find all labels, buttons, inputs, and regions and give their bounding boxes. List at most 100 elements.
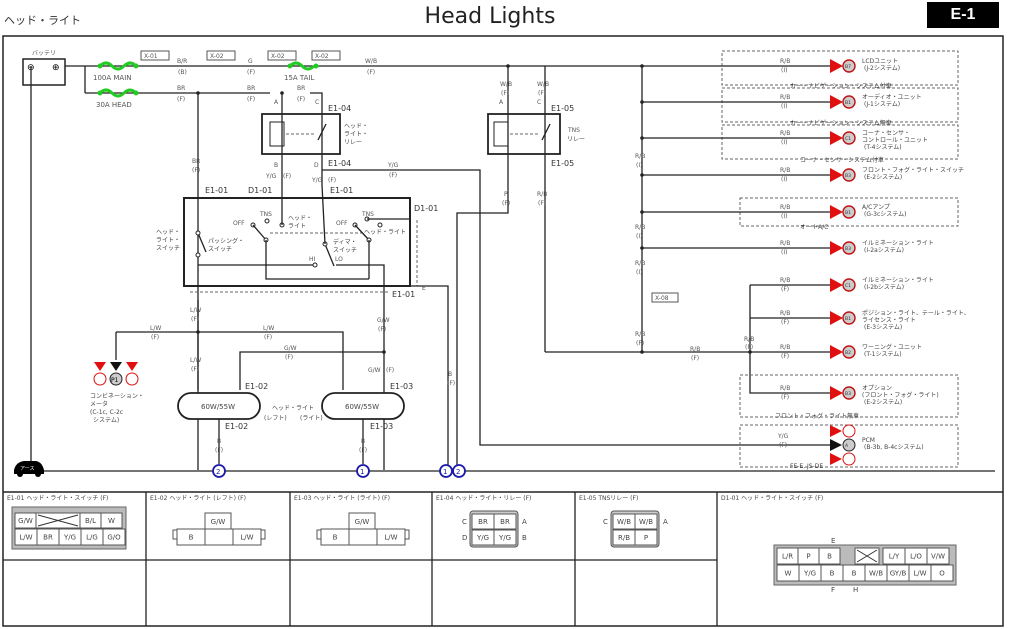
wire-code: (F) — [745, 344, 753, 351]
wire-code: (F) — [386, 367, 394, 374]
wire-label: R/B — [780, 240, 790, 247]
wire-code: (I) — [636, 233, 642, 240]
destination-name: フロント・フォグ・ライト・スイッチ — [862, 166, 964, 174]
pin-color: L/Y — [889, 553, 900, 561]
wire-code: (F) — [285, 354, 293, 361]
connector-label: D1-01 — [414, 204, 438, 213]
destination-system: (E-3システム) — [864, 324, 902, 331]
ground-symbol: アース — [14, 461, 44, 477]
connector-arrow-icon — [830, 168, 843, 182]
battery: バッテリ ⊖ ⊕ — [22, 50, 66, 86]
pin-color: GY/B — [890, 570, 907, 578]
wire-label: R/B — [780, 167, 790, 174]
destination-code: B3 — [845, 173, 851, 179]
wire-code: (I) — [781, 67, 787, 74]
wire-code: (F) — [297, 96, 305, 103]
pin-color: P — [806, 553, 810, 561]
wire-label: Y/G — [777, 433, 789, 440]
fuse-30a-head: 30A HEAD — [96, 88, 139, 109]
pin-color: W/B — [617, 518, 631, 526]
wire-label: R/B — [780, 277, 790, 284]
pin-color: G/W — [211, 518, 226, 526]
meter-code: P1 — [111, 377, 119, 384]
connector-label: E1-05 — [551, 104, 574, 113]
ground-point: 1 — [443, 468, 447, 476]
connector-label: E1-01 — [205, 186, 228, 195]
pin-label: A — [499, 99, 504, 106]
fuse-15a-tail: 15A TAIL — [284, 61, 319, 82]
destination-code: C1 — [845, 136, 851, 142]
joint-tag: X-02 — [271, 53, 285, 60]
connector-arrow-icon — [830, 241, 843, 255]
wire-label: P — [504, 191, 508, 198]
pin-color: B — [852, 570, 857, 578]
connector-label: D1-01 — [248, 186, 272, 195]
ground-point: 1 — [360, 468, 364, 476]
fuse-label: 15A TAIL — [284, 74, 315, 82]
ground-point: 2 — [456, 468, 460, 476]
wire-label: Y/G — [311, 177, 323, 184]
wire-label: R/B — [780, 94, 790, 101]
battery-label: バッテリ — [32, 50, 56, 57]
switch-label: パッシング・ — [208, 237, 244, 245]
ground-label: アース — [20, 466, 34, 472]
destination-name: イルミネーション・ライト — [862, 277, 934, 284]
destination-item: R/B(I)B1A/Cアンプ(G-3cシステム) — [640, 204, 906, 220]
pin-label: A — [522, 518, 527, 526]
wire-code: (F) — [538, 200, 546, 207]
switch-position: LO — [335, 256, 343, 263]
destination-code: B2 — [845, 350, 851, 356]
wire-label: W/B — [365, 58, 377, 65]
switch-position: OFF — [233, 220, 245, 227]
switch-label: ヘッド・ — [156, 229, 180, 236]
pin-color: L/O — [910, 553, 922, 561]
wire-label: R/B — [537, 191, 547, 198]
destination-code: B1 — [845, 100, 851, 106]
ground-point: 2 — [216, 468, 220, 476]
option-group-label: コーナ・センサ・システム付車 — [800, 156, 884, 164]
joint-tags: X-01 X-02 X-02 X-02 X-08 — [140, 50, 679, 303]
wire-code: (B) — [178, 69, 187, 76]
wire-code: (F) — [781, 394, 789, 401]
pin-color: Y/G — [476, 534, 489, 542]
destination-name: A/Cアンプ — [862, 204, 890, 211]
connector-arrow-icon — [830, 278, 843, 292]
connector-title: D1-01 ヘッド・ライト・スイッチ (F) — [721, 495, 823, 502]
wire-label: W/B — [537, 81, 549, 88]
lamp-side: (レフト) — [264, 415, 287, 422]
pin-label: A — [274, 99, 279, 106]
option-group-label: カー・ナビゲーション・システム付車 — [790, 82, 892, 90]
wire-label: R/B — [780, 385, 790, 392]
pin-color: W — [785, 570, 792, 578]
pin-label: H — [853, 586, 858, 594]
connector-label: E1-02 — [225, 422, 248, 431]
pin-color: L/G — [86, 534, 98, 542]
wire-code: (F) — [779, 442, 787, 449]
wire-label: B — [361, 438, 365, 445]
wire-label: G/W — [284, 345, 297, 352]
wire-code: (F) — [191, 316, 199, 323]
wire-label: B — [448, 371, 452, 378]
option-group-label: フロント・フォグ・ライト無車 — [775, 412, 859, 420]
wire-label: G/W — [368, 367, 381, 374]
pin-color: B — [333, 534, 338, 542]
fuse-100a-main: 100A MAIN — [93, 61, 139, 82]
wire-code: (F) — [283, 173, 291, 180]
destination-list: R/B(I)B7LCDユニット(J-2システム)R/B(I)B1オーディオ・ユニ… — [640, 58, 970, 466]
fuse-label: 100A MAIN — [93, 74, 132, 82]
joint-tag: X-08 — [655, 295, 669, 302]
wire-label: BR — [297, 85, 305, 92]
pin-label: D — [314, 162, 319, 169]
wire-code: (F) — [192, 167, 200, 174]
destination-code: B1 — [845, 316, 851, 322]
pin-color: W/B — [639, 518, 653, 526]
page-title: Head Lights — [424, 4, 556, 29]
page-title-japanese: ヘッド・ライト — [4, 14, 81, 27]
wire-code: (F) — [191, 366, 199, 373]
wire-code: (F) — [636, 340, 644, 347]
